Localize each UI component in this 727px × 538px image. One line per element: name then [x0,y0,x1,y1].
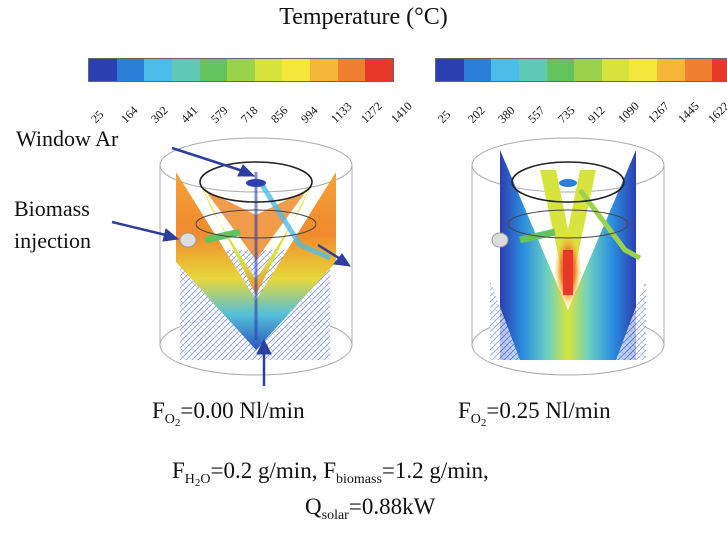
colorbar-left [88,58,394,82]
colorbar-left-swatch [337,59,366,81]
colorbar-right-swatch [601,59,630,81]
colorbar-right [435,58,727,82]
reactor-right [471,137,665,376]
annotation-arrows [111,146,352,386]
colorbar-left-swatch [116,59,145,81]
caption-left: FO2=0.00 Nl/min [152,398,305,429]
injection-label: injection [14,228,91,253]
caption-conditions-line1: FH2O=0.2 g/min, Fbiomass=1.2 g/min, [172,458,489,489]
colorbar-right-swatch [518,59,547,81]
colorbar-left-swatch [310,59,338,81]
colorbar-right-swatch [629,59,658,81]
caption-right: FO2=0.25 Nl/min [458,398,611,429]
reactor-left [159,137,353,376]
colorbar-right-swatch [684,59,713,81]
colorbar-right-swatch [712,59,727,81]
colorbar-right-swatch [491,59,519,81]
window-ar-label: Window Ar [16,126,119,151]
colorbar-left-swatch [144,59,172,81]
colorbar-left-swatch [254,59,283,81]
colorbar-right-swatch [657,59,685,81]
biomass-label: Biomass [14,196,90,221]
colorbar-left-swatch [227,59,255,81]
colorbar-title: Temperature (°C) [279,4,448,30]
colorbar-right-swatch [436,59,464,81]
colorbar-right-swatch [574,59,602,81]
colorbar-left-swatch [282,59,311,81]
caption-conditions-line2: Qsolar=0.88kW [305,494,436,523]
colorbar-left-swatch [171,59,200,81]
colorbar-left-swatch [365,59,394,81]
colorbar-left-swatch [89,59,117,81]
colorbar-left-swatch [199,59,228,81]
colorbar-right-swatch [546,59,575,81]
colorbar-right-swatch [463,59,492,81]
